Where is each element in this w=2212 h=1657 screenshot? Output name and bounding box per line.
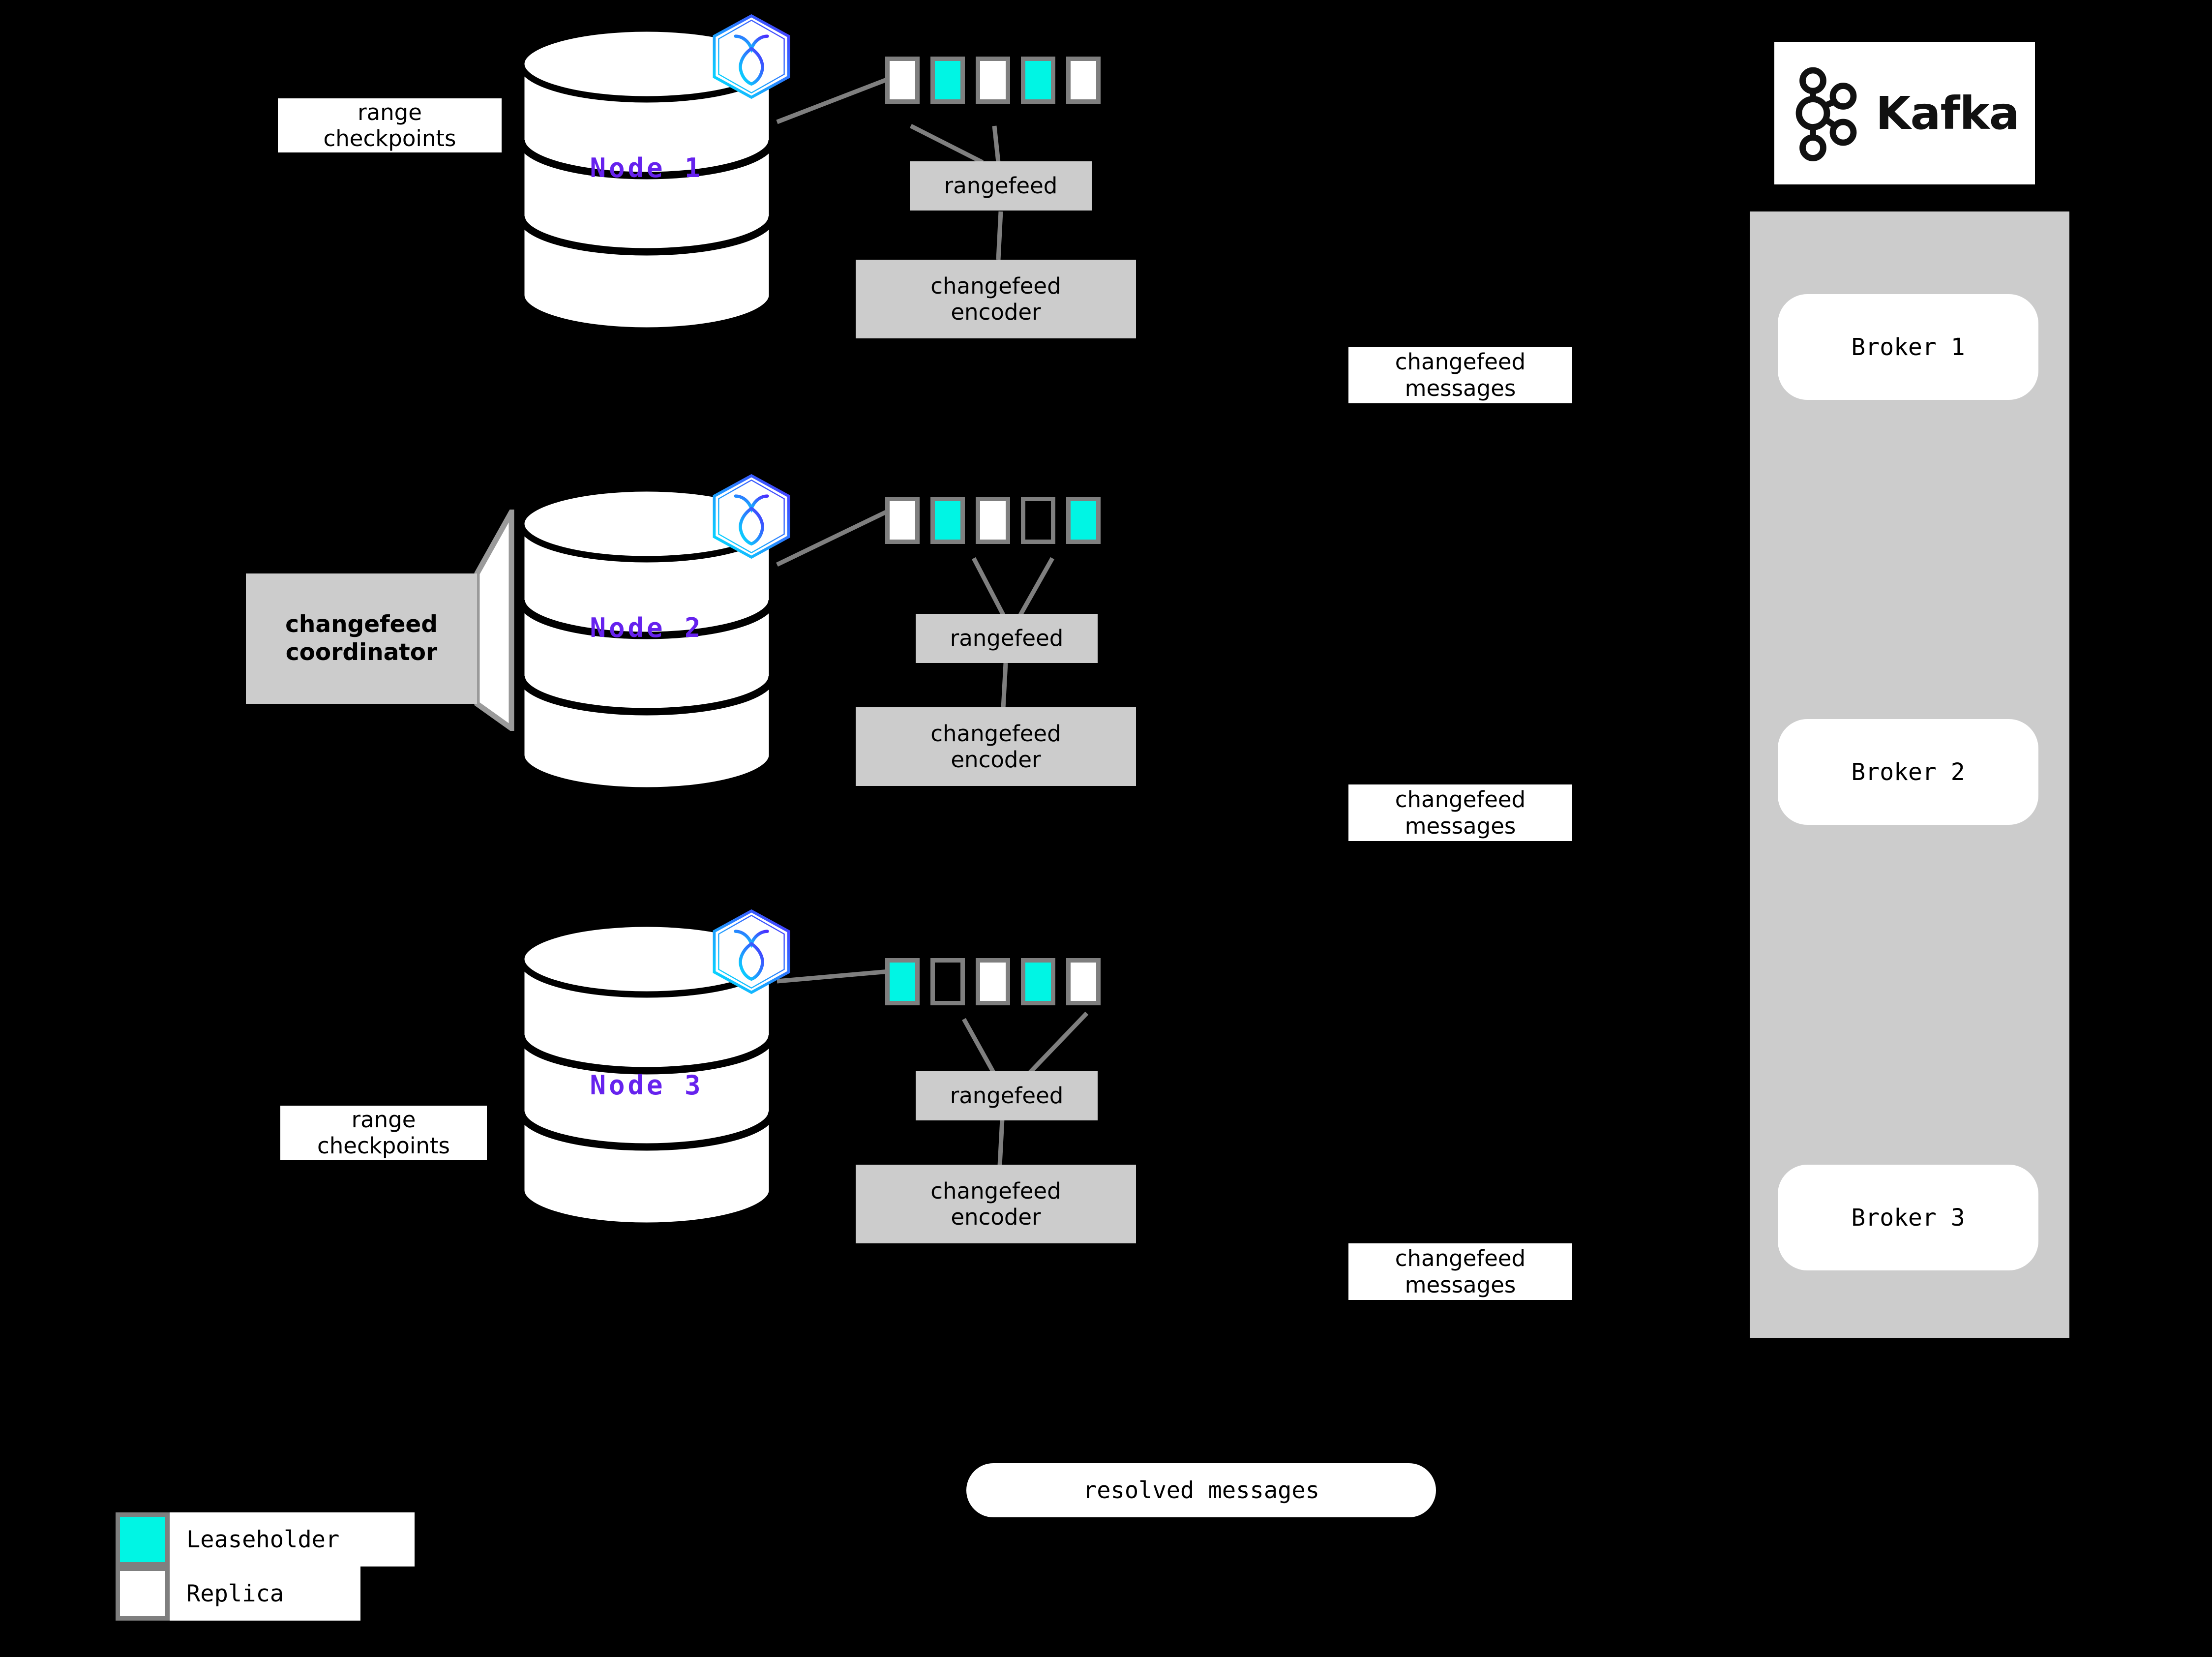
wire-node3-range5-to-rangefeed	[1026, 1011, 1089, 1077]
range-box-replica[interactable]	[1066, 958, 1101, 1005]
database-cylinder-icon	[517, 27, 776, 332]
wire-node1-range3-to-rangefeed	[992, 125, 1001, 163]
wire-node1-rangefeed-to-encoder	[996, 211, 1003, 260]
changefeed-coordinator-callout[interactable]: changefeed coordinator	[246, 510, 531, 731]
node-2-range-row	[885, 497, 1101, 544]
legend-swatch-leaseholder	[116, 1512, 170, 1567]
node-3-range-checkpoints-label: range checkpoints	[280, 1106, 487, 1160]
range-box-replica[interactable]	[885, 497, 920, 544]
node-2-rangefeed-box[interactable]: rangefeed	[916, 614, 1098, 663]
range-box-replica[interactable]	[976, 497, 1010, 544]
range-box-leaseholder[interactable]	[1021, 57, 1055, 104]
database-cylinder-icon	[517, 922, 776, 1227]
wire-node3-range-to-rangefeed	[962, 1018, 995, 1074]
range-box-leaseholder[interactable]	[1066, 497, 1101, 544]
kafka-logo-box: Kafka	[1774, 42, 2035, 184]
changefeed-messages-label-1: changefeed messages	[1348, 347, 1572, 403]
changefeed-messages-label-3: changefeed messages	[1348, 1243, 1572, 1300]
changefeed-coordinator-box: changefeed coordinator	[246, 573, 477, 704]
range-box-leaseholder[interactable]	[885, 958, 920, 1005]
cockroachdb-hexagon-icon	[707, 907, 796, 996]
wire-node3-rangefeed-to-encoder	[997, 1118, 1005, 1166]
changefeed-messages-label-2: changefeed messages	[1348, 784, 1572, 841]
node-1-rangefeed-box[interactable]: rangefeed	[910, 161, 1092, 211]
range-box-replica[interactable]	[1066, 57, 1101, 104]
wire-node2-range4-to-rangefeed	[1018, 557, 1054, 616]
node-3-changefeed-encoder-box[interactable]: changefeed encoder	[856, 1165, 1136, 1243]
node-3-rangefeed-box[interactable]: rangefeed	[916, 1071, 1098, 1120]
wire-node1-range-to-rangefeed	[909, 123, 984, 165]
node-2-changefeed-encoder-box[interactable]: changefeed encoder	[856, 707, 1136, 786]
legend-label-leaseholder: Leaseholder	[170, 1512, 415, 1567]
range-box-replica[interactable]	[976, 958, 1010, 1005]
resolved-messages-pill[interactable]: resolved messages	[966, 1463, 1436, 1517]
wire-node2-rangefeed-to-encoder	[1001, 663, 1008, 709]
kafka-wordmark: Kafka	[1876, 87, 2020, 140]
kafka-nodes-icon	[1795, 67, 1857, 161]
range-box-replica[interactable]	[976, 57, 1010, 104]
cockroachdb-hexagon-icon	[707, 12, 796, 101]
kafka-broker-2[interactable]: Broker 2	[1778, 719, 2038, 825]
legend-item-replica: Replica	[116, 1567, 360, 1621]
range-box-empty[interactable]	[1021, 497, 1055, 544]
cockroachdb-hexagon-icon	[707, 472, 796, 561]
range-box-empty[interactable]	[930, 958, 965, 1005]
range-box-leaseholder[interactable]	[930, 497, 965, 544]
legend-swatch-replica	[116, 1567, 170, 1621]
node-3-range-row	[885, 958, 1101, 1005]
node-1-changefeed-encoder-box[interactable]: changefeed encoder	[856, 260, 1136, 338]
range-box-leaseholder[interactable]	[930, 57, 965, 104]
wire-node2-range-to-rangefeed	[972, 557, 1005, 616]
node-1-range-row	[885, 57, 1101, 104]
range-box-leaseholder[interactable]	[1021, 958, 1055, 1005]
kafka-broker-3[interactable]: Broker 3	[1778, 1165, 2038, 1270]
range-box-replica[interactable]	[885, 57, 920, 104]
database-cylinder-icon	[517, 487, 776, 792]
kafka-broker-1[interactable]: Broker 1	[1778, 294, 2038, 400]
legend-label-replica: Replica	[170, 1567, 360, 1621]
node-1-range-checkpoints-label: range checkpoints	[278, 98, 502, 152]
coordinator-flag-shape	[474, 510, 514, 731]
legend-item-leaseholder: Leaseholder	[116, 1512, 415, 1567]
